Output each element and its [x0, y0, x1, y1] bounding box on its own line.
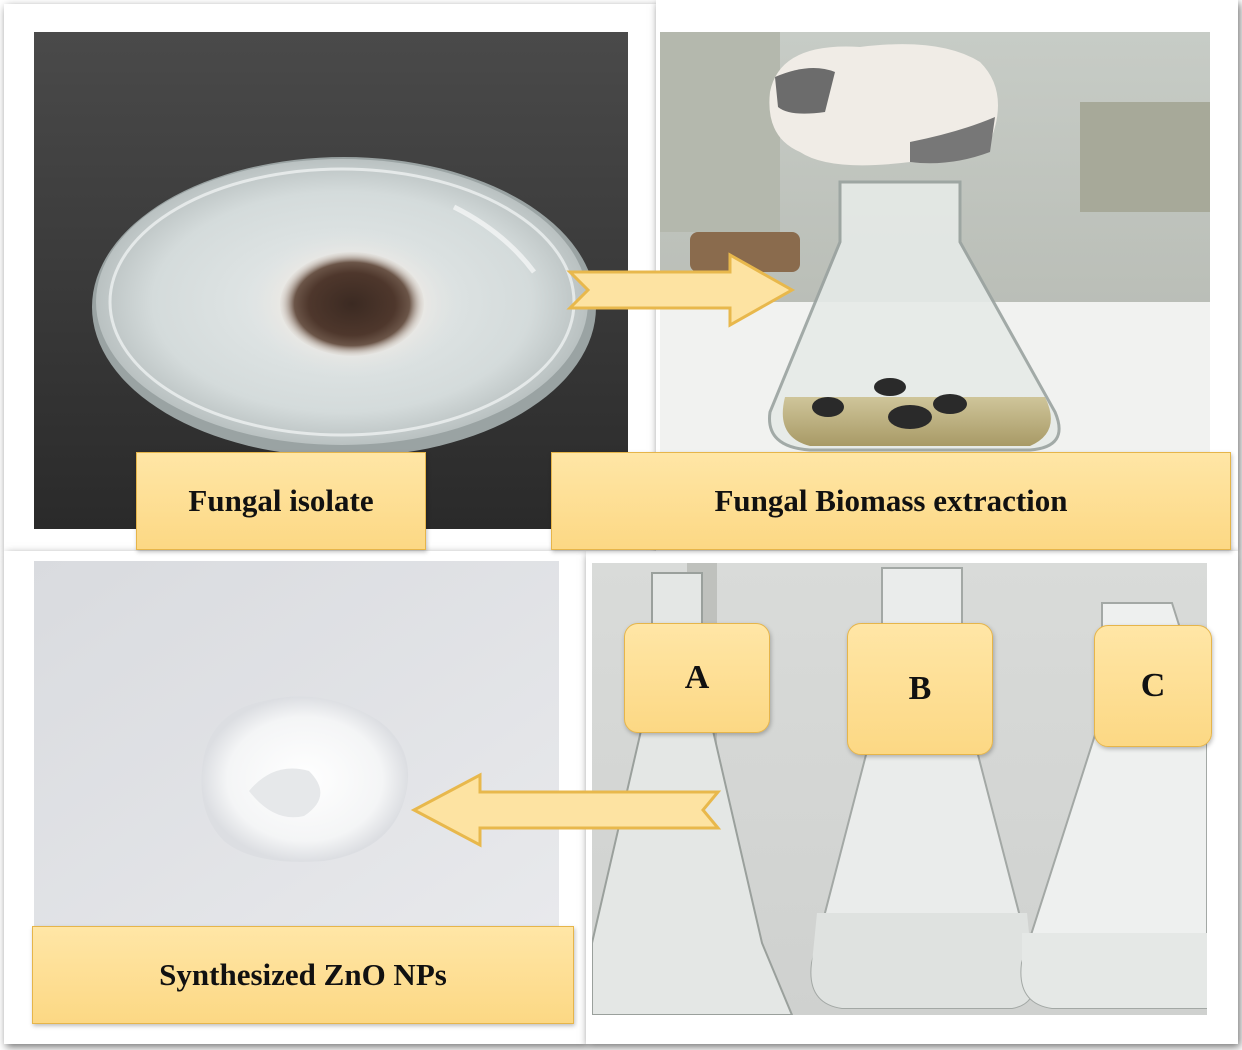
label-biomass-extraction: Fungal Biomass extraction	[551, 452, 1231, 550]
flask-label-c: C	[1094, 625, 1212, 747]
zno-powder-photo	[34, 561, 559, 926]
label-fungal-isolate: Fungal isolate	[136, 452, 426, 550]
flask-label-a: A	[624, 623, 770, 733]
panel-fungal-isolate	[4, 4, 656, 551]
arrow-left-icon	[410, 772, 722, 848]
petri-dish-photo	[34, 32, 628, 529]
flask-cotton-plug-photo	[660, 32, 1210, 452]
label-zno-nps: Synthesized ZnO NPs	[32, 926, 574, 1024]
arrow-right-icon	[566, 252, 796, 328]
flask-label-b: B	[847, 623, 993, 755]
